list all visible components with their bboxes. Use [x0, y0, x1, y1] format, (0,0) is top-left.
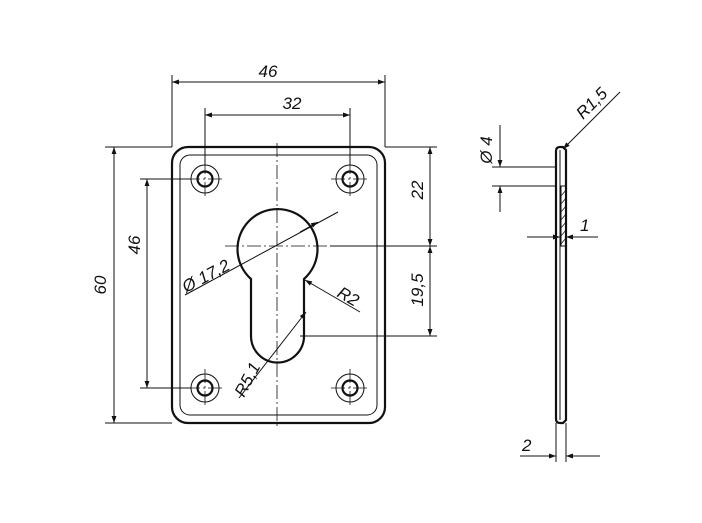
dim-height-overall-label: 60	[91, 275, 110, 294]
side-plate-outline	[554, 145, 568, 425]
dim-thickness-2-label: 2	[521, 436, 532, 455]
side-hatching	[560, 189, 567, 245]
dim-circle-diameter-label: Ø 17,2	[178, 256, 233, 297]
dim-center-to-slot-label: 19,5	[408, 273, 427, 307]
dim-slot-radius-label: R5,1	[231, 359, 265, 400]
dim-width-overall: 46	[171, 62, 386, 147]
dim-hole-spacing-x-label: 32	[283, 94, 302, 113]
dim-corner-radius: R2	[304, 279, 363, 313]
mounting-hole	[186, 160, 224, 198]
dim-thickness-1: 1	[527, 216, 598, 240]
mounting-hole	[331, 369, 369, 407]
keyhole-outline	[236, 208, 319, 364]
dim-hole-diameter-label: Ø 4	[477, 136, 496, 164]
dim-width-overall-label: 46	[259, 62, 278, 81]
dim-circle-diameter: Ø 17,2	[178, 211, 339, 297]
dim-hole-spacing-x: 32	[204, 94, 351, 165]
dim-height-overall: 60	[91, 146, 172, 424]
dim-hole-spacing-y-label: 46	[125, 235, 144, 254]
dim-center-to-slot: 19,5	[300, 246, 437, 337]
mounting-hole	[331, 160, 369, 198]
dim-corner-radius-label: R2	[334, 283, 363, 311]
dim-thickness-1-label: 1	[580, 216, 589, 235]
mounting-hole	[186, 369, 224, 407]
side-section	[560, 185, 567, 247]
dim-top-to-center: 22	[330, 146, 437, 247]
plate-outline	[170, 145, 387, 425]
dim-hole-diameter: Ø 4	[477, 125, 556, 212]
dim-top-to-center-label: 22	[408, 180, 427, 200]
side-view: Ø 4 R1,5 1 2	[477, 84, 621, 462]
dim-hole-spacing-y: 46	[125, 178, 191, 389]
dim-edge-radius: R1,5	[562, 84, 621, 150]
plate-inner-edge	[179, 154, 378, 416]
dim-edge-radius-label: R1,5	[572, 84, 611, 123]
front-view: 46 32 60 46 22	[91, 62, 437, 428]
dim-thickness-2: 2	[520, 423, 600, 462]
